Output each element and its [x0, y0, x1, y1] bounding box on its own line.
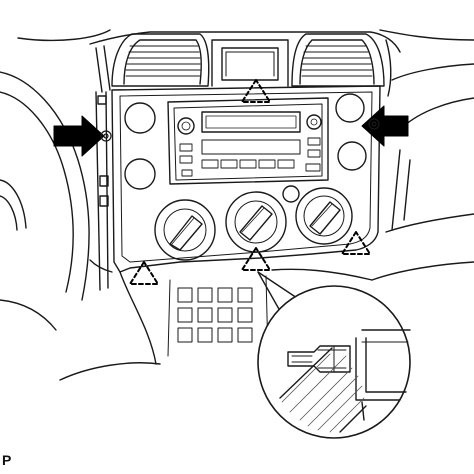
push-arrow-left: [53, 115, 105, 157]
steering-wheel: [0, 71, 90, 331]
lower-switch-grid: [167, 275, 269, 357]
climate-knob-right: [295, 187, 353, 245]
small-button: [282, 185, 300, 203]
left-side-bracket: [89, 91, 113, 291]
clip-detail-magnifier: [257, 271, 411, 439]
push-arrows: [53, 105, 409, 157]
right-air-vent: [291, 33, 392, 97]
clip-marker-bottom-center: [241, 247, 271, 271]
climate-knob-left: [154, 199, 216, 261]
clip-marker-top: [241, 79, 271, 103]
right-buttons: [335, 93, 367, 171]
radio-head-unit: [167, 97, 329, 185]
center-bezel: [111, 85, 381, 273]
left-buttons: [124, 102, 156, 190]
clip-marker-bottom-right: [341, 231, 371, 255]
clip-marker-bottom-left: [129, 261, 159, 285]
screw-points: [100, 118, 380, 142]
push-arrow-right: [361, 105, 409, 147]
lower-trim: [59, 268, 373, 381]
left-air-vent: [111, 33, 210, 87]
clip-markers: [129, 79, 371, 285]
dashboard-right-contours: [371, 63, 474, 281]
center-air-vent: [211, 39, 289, 87]
dashboard-top: [17, 29, 474, 93]
figure-corner-label: P: [2, 452, 12, 468]
climate-knob-center: [225, 191, 287, 253]
